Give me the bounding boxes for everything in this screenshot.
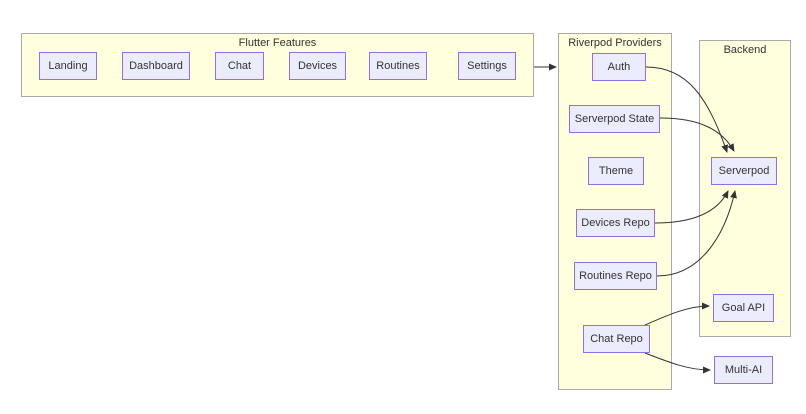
cluster-backend: Backend — [699, 40, 791, 337]
node-serverpod-state-label: Serverpod State — [574, 113, 655, 125]
node-routines-repo: Routines Repo — [574, 262, 657, 290]
node-goal-api-label: Goal API — [721, 302, 766, 314]
cluster-riverpod-providers-label: Riverpod Providers — [568, 37, 662, 49]
node-routines-label: Routines — [376, 60, 420, 72]
node-serverpod: Serverpod — [711, 157, 777, 185]
node-landing-label: Landing — [48, 60, 88, 72]
node-theme: Theme — [588, 157, 644, 185]
node-serverpod-state: Serverpod State — [569, 105, 660, 133]
node-devices-repo: Devices Repo — [576, 209, 655, 237]
node-goal-api: Goal API — [713, 294, 774, 322]
node-routines: Routines — [369, 52, 427, 80]
cluster-flutter-features: Flutter Features — [21, 33, 534, 97]
node-chat: Chat — [215, 52, 264, 80]
node-settings-label: Settings — [467, 60, 507, 72]
cluster-flutter-features-label: Flutter Features — [238, 37, 317, 49]
node-chat-repo-label: Chat Repo — [590, 333, 643, 345]
node-devices: Devices — [289, 52, 346, 80]
node-routines-repo-label: Routines Repo — [579, 270, 652, 282]
node-settings: Settings — [458, 52, 516, 80]
node-landing: Landing — [39, 52, 97, 80]
cluster-backend-label: Backend — [723, 44, 767, 56]
node-devices-label: Devices — [297, 60, 338, 72]
node-theme-label: Theme — [598, 165, 634, 177]
node-chat-repo: Chat Repo — [583, 325, 650, 353]
node-multi-ai-label: Multi-AI — [724, 364, 763, 376]
node-dashboard-label: Dashboard — [129, 60, 183, 72]
node-dashboard: Dashboard — [122, 52, 190, 80]
node-chat-label: Chat — [227, 60, 252, 72]
node-devices-repo-label: Devices Repo — [581, 217, 650, 229]
node-auth-label: Auth — [607, 61, 631, 73]
node-auth: Auth — [592, 53, 646, 81]
node-multi-ai: Multi-AI — [714, 356, 773, 384]
node-serverpod-label: Serverpod — [718, 165, 770, 177]
